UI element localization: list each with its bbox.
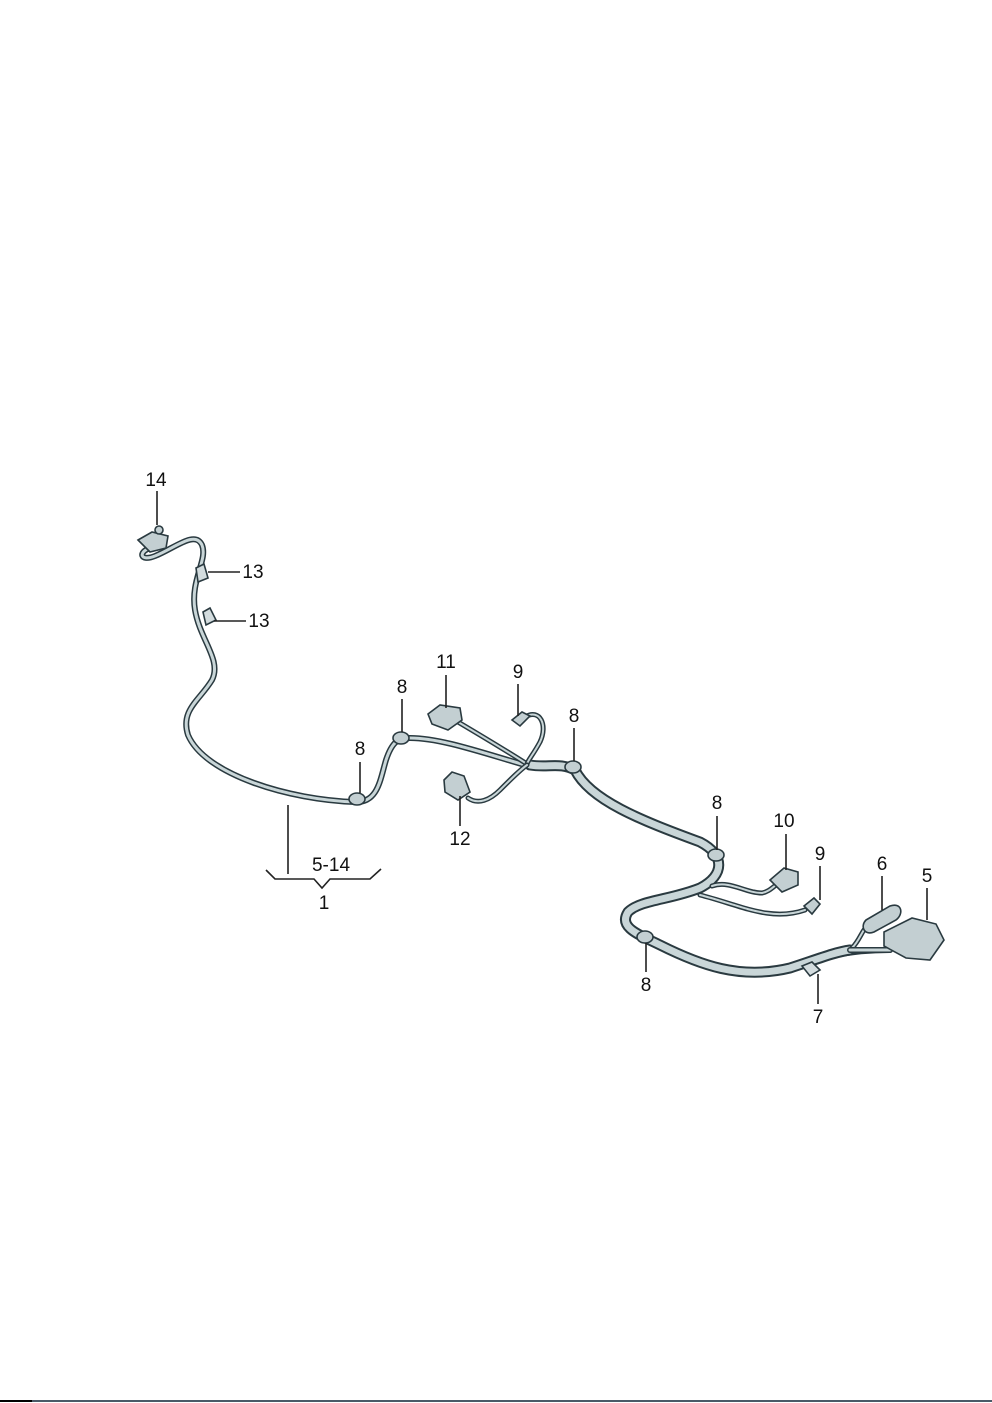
part-11-connector [427,704,463,731]
callout-11: 11 [436,652,456,673]
part-13-clip-lower [202,606,218,627]
part-9-connector-lower [802,896,822,916]
callout-9-upper: 9 [513,662,524,683]
callout-13-upper: 13 [242,562,263,583]
part-6-cylinder [862,904,902,934]
callout-12: 12 [449,829,470,850]
part-7-clip [800,961,822,978]
callout-14: 14 [145,470,167,491]
callout-6: 6 [877,854,888,875]
part-12-connector [443,771,471,801]
callout-5: 5 [922,866,933,887]
group-item-label: 1 [319,893,330,914]
callout-8-a: 8 [397,677,408,698]
callout-7: 7 [813,1007,824,1028]
part-14-bracket [136,525,169,553]
callout-13-lower: 13 [248,611,269,632]
footer-divider [0,1400,992,1402]
part-13-clip-upper [195,562,209,584]
callout-8-c: 8 [569,706,580,727]
part-5-control-unit [883,917,945,961]
callout-10: 10 [773,811,794,832]
callout-8-e: 8 [641,975,652,996]
part-9-connector-upper [510,711,532,728]
callout-8-b: 8 [355,739,366,760]
cable-clip-8 [348,731,725,944]
group-range-label: 5-14 [312,855,350,876]
callout-8-d: 8 [712,793,723,814]
part-10-connector [768,867,799,893]
callout-9-lower: 9 [815,844,826,865]
leader-lines [156,491,928,1004]
wiring-harness [139,536,893,978]
